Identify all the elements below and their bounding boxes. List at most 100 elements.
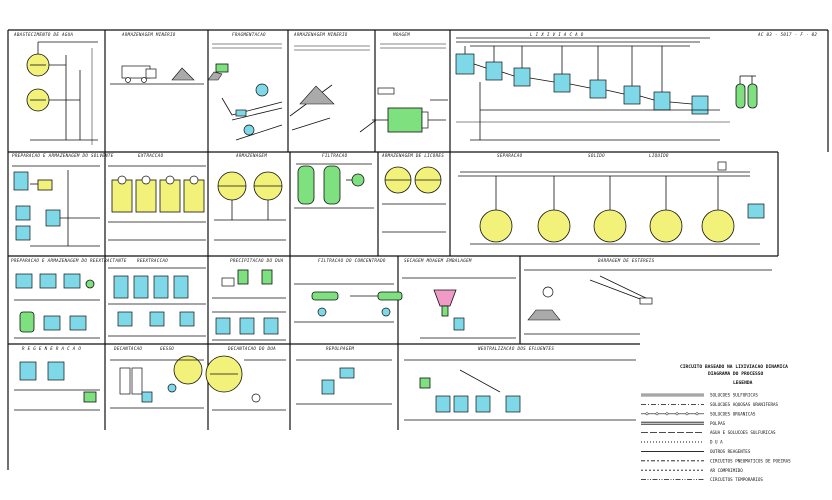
liquid-collector (747, 203, 765, 219)
title-solvent-prep: PREPARACAO E ARMAZENAGEM DO SOLVENTE (12, 153, 114, 158)
solvent-mixer (37, 179, 53, 191)
reextractant-tank-1 (15, 273, 33, 289)
legend-label: SOLUCOES AQUOSAS URANIFERAS (710, 402, 779, 407)
repulping-tank-2 (339, 367, 355, 379)
leach-tank-7 (653, 91, 671, 111)
legend-marker (675, 412, 679, 416)
stockpile (299, 85, 335, 105)
acid-tank-2 (747, 83, 758, 109)
liquor-storage-equipment (382, 166, 446, 233)
tailings-pond (527, 309, 561, 321)
filter-2 (323, 165, 341, 205)
legend-row: POLPAS (641, 421, 726, 426)
ore-storage-equipment (110, 65, 223, 85)
dua-precipitation-equipment (212, 269, 286, 341)
separation-equipment (458, 161, 765, 245)
title-ore-storage: ARMAZENAGEM MINERIO (121, 32, 176, 37)
gypsum-thickener (173, 355, 203, 385)
title-extraction: EXTRACCAO (138, 153, 164, 158)
legend-row: AGUA E SOLUCOES SULFURICAS (641, 430, 776, 435)
leach-tank-6 (623, 85, 641, 105)
legend-label: AR COMPRIMIDO (710, 468, 743, 473)
legend-row: AR COMPRIMIDO (641, 468, 743, 473)
mill-label-box (377, 87, 395, 95)
title-liquid: LIQUIDO (649, 153, 669, 158)
section-titles: ABASTECIMENTO DE AGUA ARMAZENAGEM MINERI… (11, 32, 817, 351)
milling-equipment (359, 43, 448, 133)
title-concentrate-filtration: FILTRACAO DO CONCENTRADO (318, 258, 386, 263)
extraction-settler-2 (135, 179, 157, 213)
title-water-supply: ABASTECIMENTO DE AGUA (13, 32, 73, 37)
packing-unit (441, 305, 449, 317)
regeneration-equipment (14, 361, 100, 411)
legend-label: SOLUCOES SULFURICAS (710, 393, 758, 398)
sheet-reference: AC 03 · 5017 · F · 02 (757, 32, 817, 37)
filter-pump (351, 173, 365, 187)
leaching-equipment (455, 37, 758, 141)
title-drying-packing: SECAGEM MOAGEM EMBALAGEM (404, 258, 472, 263)
reagent-tank (19, 311, 35, 333)
leach-tank-5 (589, 79, 607, 99)
extraction-settler-3 (159, 179, 181, 213)
belt-filter-1 (311, 291, 339, 301)
legend-label: AGUA E SOLUCOES SULFURICAS (710, 430, 776, 435)
solvent-prep-equipment (12, 165, 100, 247)
title-leaching: L I X I V I A C A O (530, 32, 584, 37)
legend-marker (685, 412, 689, 416)
thickener-2 (537, 209, 571, 243)
precipitation-tank-2 (215, 317, 231, 335)
legend-row: CIRCUITOS PNEUMATICOS DE POEIRAS (641, 458, 791, 463)
legend-label: CIRCUITOS PNEUMATICOS DE POEIRAS (710, 458, 791, 463)
title-solid: SOLIDO (588, 153, 605, 158)
effluent-neutralization-equipment (404, 359, 636, 421)
crusher-feed (215, 63, 229, 73)
filtration-equipment (294, 163, 374, 209)
extraction-settler-4 (183, 179, 205, 213)
tailings-dam-equipment (524, 269, 772, 335)
title-dua-precipitation: PRECIPITACAO DO DUA (230, 258, 284, 263)
legend-label: OUTROS REAGENTES (710, 449, 751, 454)
concentrate-filtration-equipment (294, 283, 403, 323)
title-filtration: FILTRACAO (322, 153, 348, 158)
thickener-1 (479, 209, 513, 243)
title-dua-decantation: DECANTACAO DO DUA (227, 346, 276, 351)
title-regeneration: R E G E N E R A C A O (22, 346, 81, 351)
title-effluent-neutralization: NEUTRALIZACAO DOS EFLUENTES (477, 346, 554, 351)
reextraction-cell-1 (113, 275, 129, 299)
legend-marker (695, 412, 699, 416)
extraction-equipment (108, 165, 206, 241)
section-grid (7, 29, 829, 470)
legend-heading: LEGENDA (733, 380, 753, 386)
title-tailings-dam: BARRAGEM DE ESTEREIS (598, 258, 655, 263)
legend-row: SOLUCOES ORGANICAS (641, 411, 756, 416)
repulping-equipment (296, 359, 392, 405)
thickener-5 (701, 209, 735, 243)
reextractant-prep-equipment (14, 273, 100, 339)
crusher (255, 83, 269, 97)
legend-row: SOLUCOES SULFURICAS (641, 393, 758, 398)
decantation-equipment (110, 355, 204, 409)
repulping-tank-1 (321, 379, 335, 395)
neutralization-feed (419, 377, 431, 389)
title-separation: SEPARACAO (497, 153, 523, 158)
leach-tank-2 (485, 61, 503, 81)
title-block-line-1: CIRCUITO BASEADO NA LIXIVIACAO DINAMICA (680, 364, 788, 370)
thickener-3 (593, 209, 627, 243)
drying-packing-equipment (402, 277, 516, 339)
legend-row: CIRCUITOS TEMPORARIOS (641, 477, 763, 482)
leach-tank-3 (513, 67, 531, 87)
legend-row: OUTROS REAGENTES (641, 449, 751, 454)
crushing-equipment (212, 43, 283, 141)
title-reextraction: REEXTRACCAO (137, 258, 168, 263)
extraction-settler-1 (111, 179, 133, 213)
title-decantation: DECANTACAO (113, 346, 142, 351)
title-gypsum: GESSO (160, 346, 174, 351)
regeneration-pump (83, 391, 97, 403)
legend-label: D U A (710, 440, 723, 445)
ore-pile (171, 67, 195, 81)
legend-marker (665, 412, 669, 416)
acid-tank-1 (735, 83, 746, 109)
legend-marker (655, 412, 659, 416)
dryer-hopper (433, 289, 457, 307)
